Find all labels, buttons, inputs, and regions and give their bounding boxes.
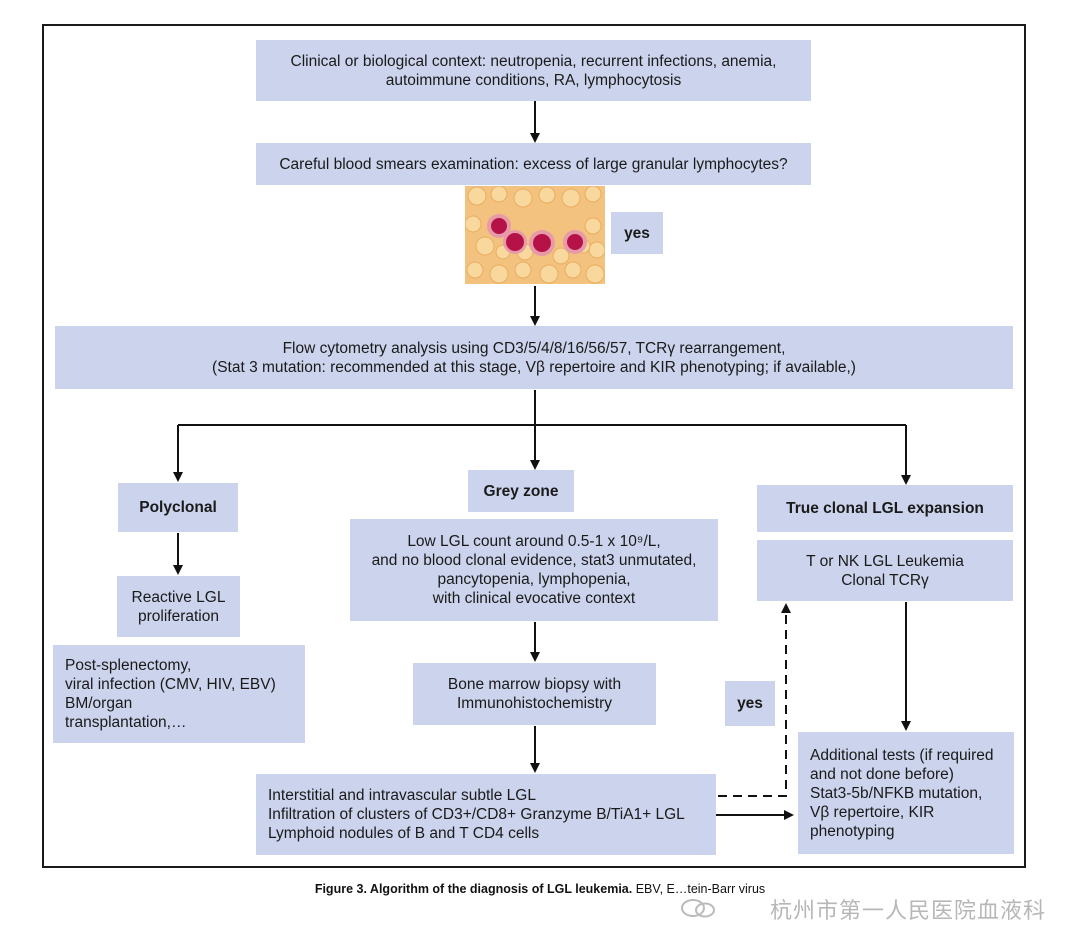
additional-tests-box: Additional tests (if required and not do… bbox=[798, 732, 1014, 854]
watermark-text: 杭州市第一人民医院血液科 bbox=[769, 899, 1046, 924]
post-splenectomy-box: Post-splenectomy, viral infection (CMV, … bbox=[53, 645, 305, 743]
dashed-arrow-interstitial-to-leukemia bbox=[718, 603, 791, 797]
flow-cytometry-box: Flow cytometry analysis using CD3/5/4/8/… bbox=[55, 326, 1013, 389]
yes-label-top: yes bbox=[611, 212, 663, 254]
interstitial-infiltration-box: Interstitial and intravascular subtle LG… bbox=[256, 774, 716, 855]
smear-question-box: Careful blood smears examination: excess… bbox=[256, 143, 811, 185]
blood-smear-image bbox=[464, 185, 606, 284]
grey-zone-box: Grey zone bbox=[468, 470, 574, 512]
polyclonal-box: Polyclonal bbox=[118, 483, 238, 532]
figure-caption: Figure 3. Algorithm of the diagnosis of … bbox=[0, 882, 1080, 896]
true-clonal-box: True clonal LGL expansion bbox=[757, 485, 1013, 532]
wechat-icon bbox=[681, 899, 715, 918]
diagram-frame bbox=[42, 24, 1026, 868]
context-box: Clinical or biological context: neutrope… bbox=[256, 40, 811, 101]
bone-marrow-box: Bone marrow biopsy with Immunohistochemi… bbox=[413, 663, 656, 725]
caption-title: Figure 3. Algorithm of the diagnosis of … bbox=[314, 882, 633, 896]
lgl-leukemia-box: T or NK LGL Leukemia Clonal TCRγ bbox=[757, 540, 1013, 601]
grey-zone-detail-box: Low LGL count around 0.5-1 x 10⁹/L, and … bbox=[350, 519, 718, 621]
reactive-lgl-box: Reactive LGL proliferation bbox=[117, 576, 240, 637]
yes-label-mid: yes bbox=[725, 681, 775, 726]
caption-text: EBV, E…tein-Barr virus bbox=[632, 882, 766, 896]
